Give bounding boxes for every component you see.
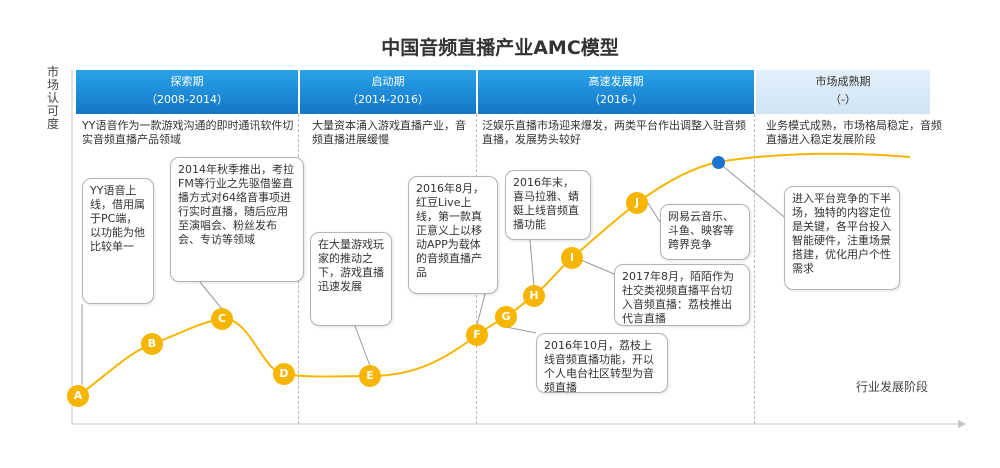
callout-cross-industry: 网易云音乐、斗鱼、映客等跨界竞争 — [660, 204, 750, 260]
phase-summary: 大量资本涌入游戏直播产业，音频直播进展缓慢 — [312, 119, 466, 146]
callout-2016-end: 2016年末，喜马拉雅、蜻蜓上线音频直播功能 — [505, 170, 591, 240]
node-f: F — [466, 324, 488, 346]
connector — [476, 293, 486, 326]
callout-2014: 2014年秋季推出，考拉FM等行业之先驱借鉴直播方式对64络音事项进行实时直播，… — [170, 157, 304, 282]
node-i: I — [561, 247, 583, 269]
node-b: B — [141, 333, 163, 355]
phase-maturity: 市场成熟期 （-） — [756, 70, 930, 114]
callout-game-live: 在大量游戏玩家的推动之下，游戏直播迅速发展 — [310, 232, 392, 326]
callout-2016-aug: 2016年8月，红豆Live上线，第一款真正意义上以移动APP为载体的音频直播产… — [408, 176, 498, 294]
connector — [580, 259, 615, 275]
callout-yy-launch: YY语音上线，借用属于PC端，以功能为他比较单一 — [82, 178, 154, 304]
x-axis-arrow — [958, 420, 966, 428]
connector — [505, 326, 537, 334]
connector — [199, 281, 223, 310]
chart-title: 中国音频直播产业AMC模型 — [381, 37, 619, 59]
phase-name: 市场成熟期 — [815, 75, 871, 88]
phase-period: （-） — [830, 93, 856, 106]
phase-rapid-growth: 高速发展期 （2016-） — [478, 70, 754, 114]
connector — [354, 325, 371, 367]
phase-period: （2016-） — [589, 93, 643, 106]
connector — [529, 239, 535, 287]
callout-2017-aug: 2017年8月，陌陌作为社交类视频直播平台切入音频直播：荔枝推出代言直播 — [614, 264, 750, 326]
phase-period: （2008-2014） — [146, 93, 228, 106]
node-g: G — [495, 306, 517, 328]
maturity-point — [711, 155, 725, 169]
phase-summary: 泛娱乐直播市场迎来爆发，两类平台作出调整入驻音频直播，发展势头较好 — [482, 119, 746, 146]
x-axis-label: 行业发展阶段 — [856, 380, 929, 394]
node-e: E — [359, 365, 381, 387]
phase-name: 探索期 — [170, 75, 204, 88]
callout-platform-competition: 进入平台竞争的下半场，独特的内容定位是关键，各平台投入智能硬件，注重场景搭建，优… — [784, 186, 900, 290]
connector — [647, 202, 661, 223]
callout-2016-oct: 2016年10月，荔枝上线音频直播功能，开以个人电台社区转型为音频直播 — [536, 333, 668, 394]
phase-name: 高速发展期 — [588, 75, 644, 88]
node-h: H — [523, 285, 545, 307]
node-d: D — [273, 363, 295, 385]
phase-period: （2014-2016） — [347, 93, 429, 106]
phase-exploration: 探索期 （2008-2014） — [76, 70, 298, 114]
phase-summary: 业务模式成熟，市场格局稳定，音频直播进入稳定发展阶段 — [766, 119, 942, 146]
phase-startup: 启动期 （2014-2016） — [300, 70, 476, 114]
phase-summary: YY语音作为一款游戏沟通的即时通讯软件切实音频直播产品领域 — [82, 119, 294, 146]
phase-name: 启动期 — [371, 75, 405, 88]
phase-divider — [754, 114, 755, 424]
y-axis-label: 市场认可度 — [46, 65, 59, 131]
node-c: C — [211, 308, 233, 330]
node-j: J — [626, 192, 648, 214]
node-a: A — [67, 385, 89, 407]
